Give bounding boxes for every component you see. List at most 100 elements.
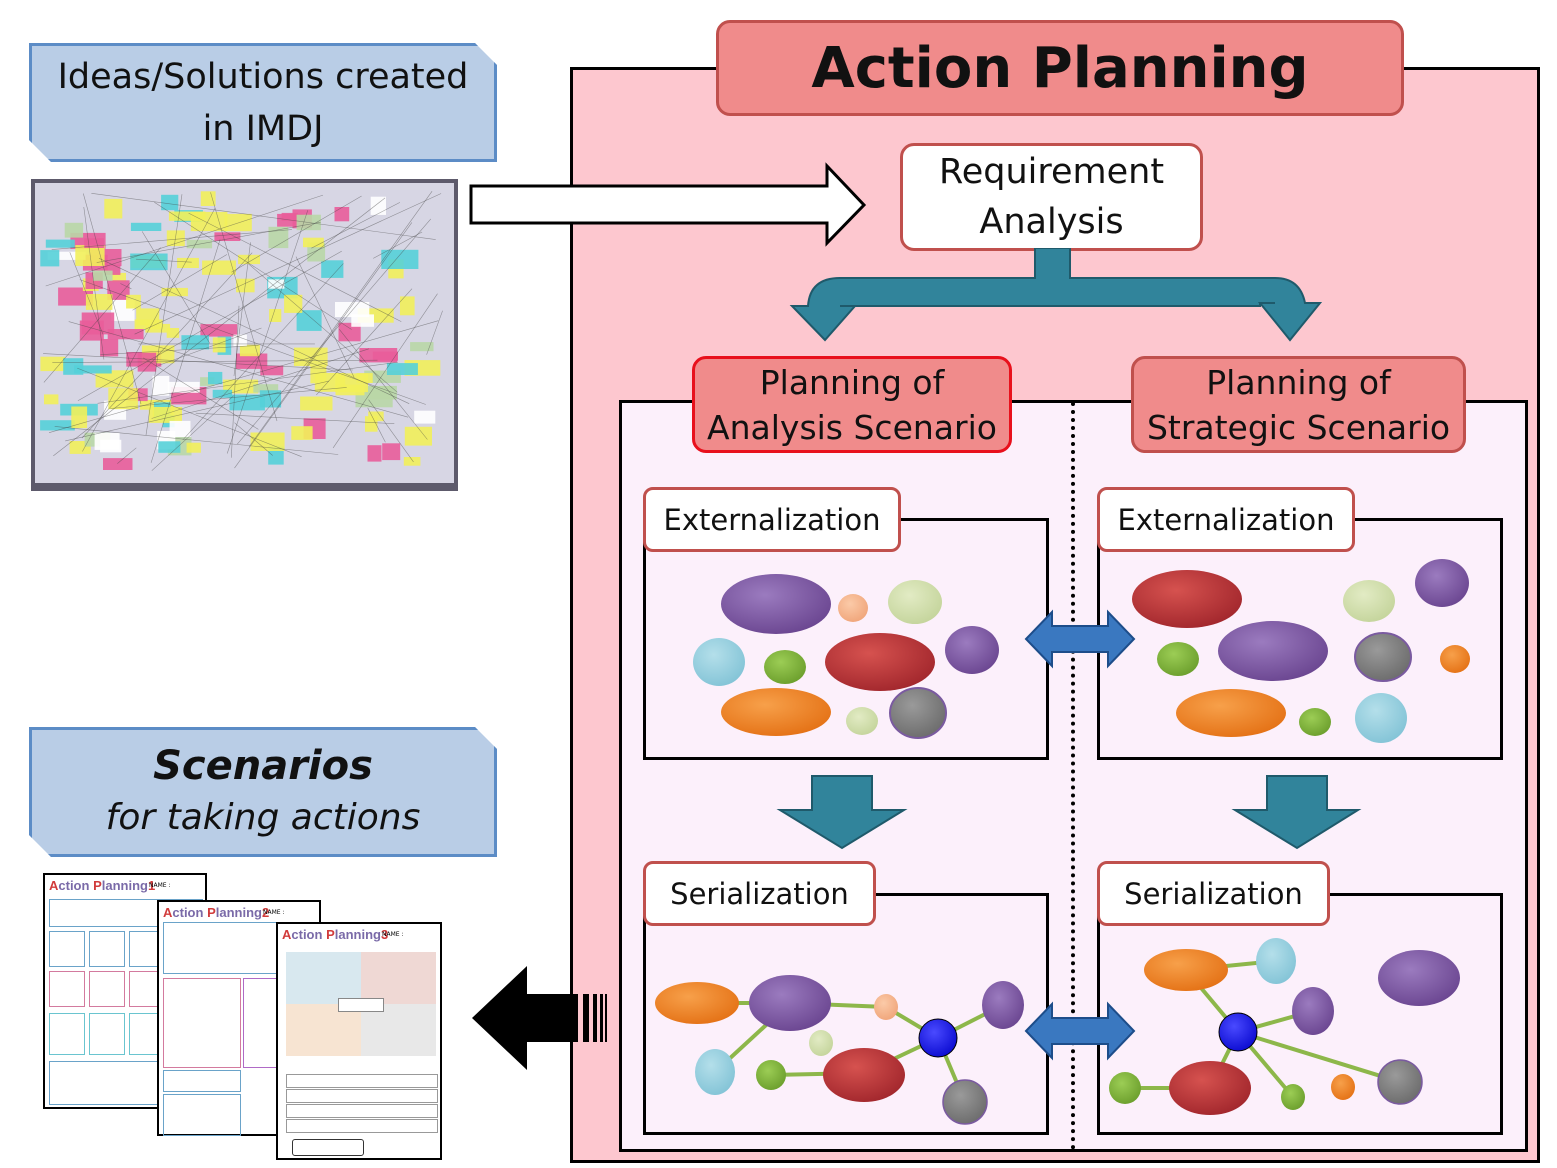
board-line [234, 222, 413, 469]
planning-strategic-box: Planning of Strategic Scenario [1131, 356, 1466, 453]
board-line [79, 279, 426, 405]
planning-analysis-box: Planning of Analysis Scenario [692, 356, 1012, 453]
board-line [96, 221, 321, 263]
sticky-note [167, 381, 200, 393]
sticky-note [100, 339, 119, 357]
sticky-note [71, 406, 88, 429]
sticky-note [208, 371, 223, 385]
board-line [226, 210, 309, 454]
board-line [332, 293, 438, 449]
sticky-note [414, 410, 436, 424]
sticky-note [307, 242, 326, 262]
left-ser-nodes [655, 975, 1024, 1125]
board-line [141, 231, 211, 344]
board-line [210, 192, 278, 422]
board-line [53, 197, 386, 457]
ws1-num: 1 [147, 878, 156, 893]
sticky-note [368, 411, 384, 422]
sticky-note [111, 272, 126, 282]
ws2-b: ction [172, 905, 208, 920]
ws3-name: NAME : [382, 931, 404, 938]
ws1-d: lanning [101, 878, 148, 893]
planning-analysis-line2: Analysis Scenario [707, 407, 997, 447]
sticky-note [233, 334, 247, 347]
board-line [65, 380, 329, 442]
ws3-b: ction [291, 927, 327, 942]
board-line [338, 329, 428, 440]
ext-double-arrow [1024, 609, 1136, 669]
sticky-note [284, 294, 303, 313]
scenarios-label: Scenarios for taking actions [29, 727, 497, 857]
sticky-note [382, 443, 401, 461]
ws1-b: ction [58, 878, 94, 893]
board-line [98, 258, 410, 404]
board-line [154, 202, 352, 330]
split-arrow [789, 248, 1323, 342]
sticky-note [108, 388, 138, 410]
sticky-note [200, 324, 238, 337]
board-line [311, 202, 401, 249]
left-externalization-label: Externalization [643, 487, 901, 552]
sticky-note [58, 287, 93, 306]
action-planning-title: Action Planning [716, 20, 1404, 116]
board-line [151, 395, 234, 471]
sticky-note [410, 342, 434, 352]
sticky-note [166, 230, 185, 247]
board-line [158, 327, 262, 366]
board-line [143, 357, 259, 430]
sticky-note [45, 239, 75, 248]
ideas-label-line2: in IMDJ [202, 108, 324, 149]
board-line [426, 310, 443, 355]
board-line [135, 258, 192, 263]
requirement-analysis-box: Requirement Analysis [900, 143, 1203, 251]
sticky-note [338, 322, 361, 342]
sticky-note [296, 310, 322, 331]
ideas-label: Ideas/Solutions created in IMDJ [29, 43, 497, 162]
sticky-note [186, 442, 201, 453]
ws2-num: 2 [261, 905, 270, 920]
board-line [100, 345, 259, 355]
scenarios-subtitle: for taking actions [105, 797, 421, 838]
sticky-note [269, 309, 282, 322]
idea-board-photo [31, 179, 458, 491]
sticky-note [81, 312, 115, 335]
sticky-note [130, 222, 162, 231]
requirement-line1: Requirement [938, 152, 1165, 192]
ws3-num: 3 [380, 927, 389, 942]
sticky-note [64, 222, 84, 238]
board-line [110, 387, 347, 409]
board-line [81, 252, 253, 439]
sticky-note [93, 270, 113, 281]
board-line [248, 191, 433, 448]
sticky-note [239, 344, 260, 357]
board-line [182, 263, 344, 441]
black-left-arrow [472, 966, 607, 1070]
sticky-note [177, 257, 199, 268]
sticky-note [85, 294, 113, 310]
sticky-note [386, 363, 418, 375]
sticky-note [367, 445, 382, 462]
sticky-note [104, 264, 121, 275]
white-right-arrow [469, 162, 867, 247]
ws1-c: P [93, 878, 102, 893]
ideas-label-line1: Ideas/Solutions created [57, 56, 469, 97]
board-line [82, 207, 216, 452]
board-line [52, 359, 378, 363]
sticky-note [381, 249, 419, 269]
sticky-note [268, 446, 284, 465]
board-line [132, 254, 228, 311]
sticky-note [74, 365, 112, 374]
board-line [97, 361, 398, 404]
sticky-note [161, 287, 188, 297]
sticky-note [300, 396, 333, 411]
ser-double-arrow [1024, 1001, 1136, 1061]
sticky-note [168, 211, 206, 221]
sticky-note [126, 294, 141, 309]
sticky-note [161, 194, 179, 211]
sticky-note [200, 377, 215, 386]
sticky-note [403, 457, 421, 466]
sticky-note [291, 426, 313, 440]
sticky-note [260, 365, 284, 376]
board-line [77, 367, 302, 457]
